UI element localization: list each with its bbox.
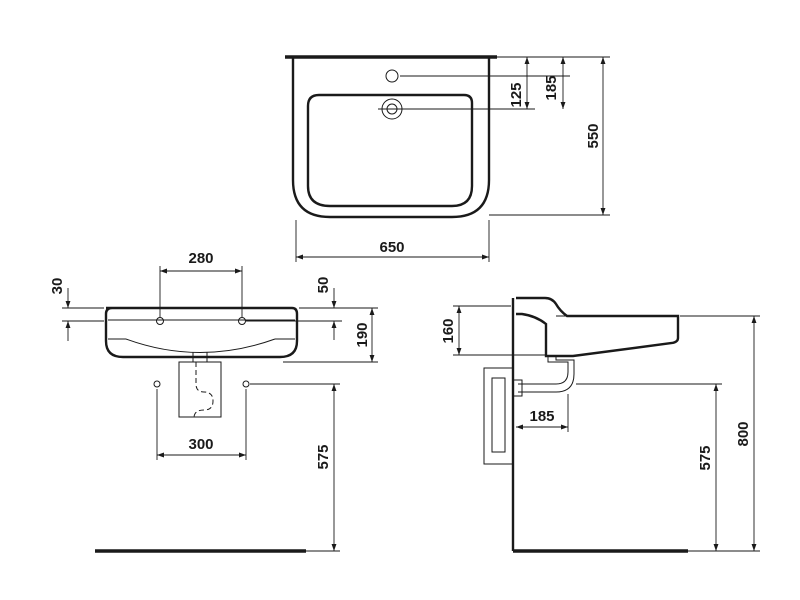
dim-label-floor-front: 575 xyxy=(315,444,332,469)
dim-label-depth: 550 xyxy=(585,123,602,148)
dim-label-floor-side: 575 xyxy=(697,445,714,470)
wall-flange xyxy=(512,379,523,397)
dim-label-edge: 185 xyxy=(543,75,560,100)
tap-hole xyxy=(385,69,399,83)
dim-label-width: 650 xyxy=(379,239,404,256)
dim-label-top-thickness: 30 xyxy=(49,278,66,295)
side-view: 160 185 575 800 xyxy=(440,296,760,553)
basin-side-outline xyxy=(516,296,680,358)
top-view: 125 185 550 650 xyxy=(285,55,610,262)
dim-label-tap-hole: 125 xyxy=(508,82,525,107)
basin-outline xyxy=(291,58,491,219)
front-view: 30 280 50 190 300 575 xyxy=(49,250,378,553)
dim-label-trap: 160 xyxy=(440,318,457,343)
installation-frame xyxy=(483,367,514,465)
dim-label-holes: 280 xyxy=(188,250,213,267)
basin-bowl xyxy=(306,93,474,208)
frame-inner xyxy=(491,377,506,453)
dim-label-height: 190 xyxy=(354,322,371,347)
dim-label-total: 800 xyxy=(735,421,752,446)
siphon-hidden xyxy=(193,362,214,419)
mount-hole-left xyxy=(156,317,164,325)
basin-bowl-curve xyxy=(125,338,276,353)
dim-label-projection: 185 xyxy=(529,408,554,425)
bracket-left xyxy=(153,380,161,388)
bracket-right xyxy=(242,380,250,388)
mount-hole-right xyxy=(238,317,246,325)
siphon-side xyxy=(518,356,575,393)
pedestal-box xyxy=(178,361,222,418)
dim-label-rim: 50 xyxy=(315,277,332,294)
basin-front-outline xyxy=(104,306,299,359)
dim-label-brackets: 300 xyxy=(188,436,213,453)
